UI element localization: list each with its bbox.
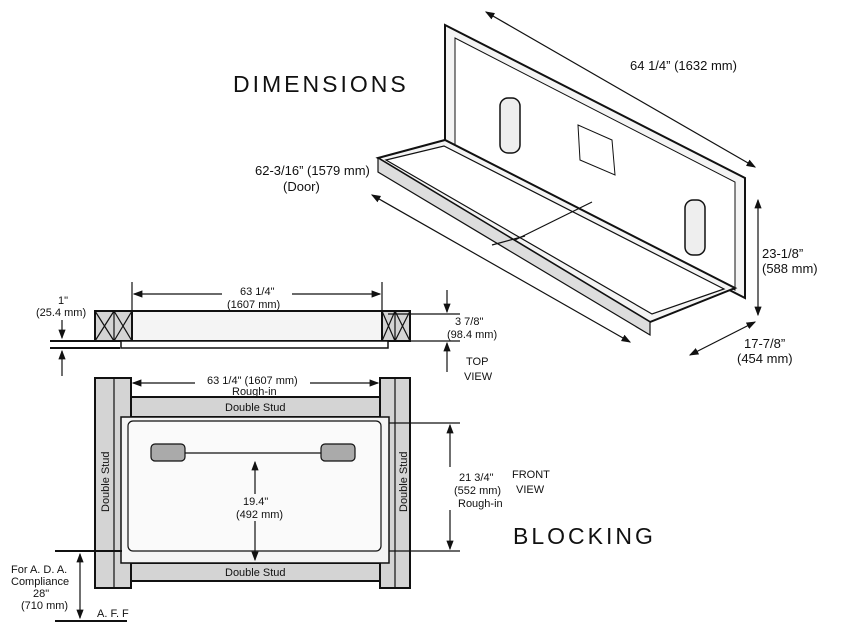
double-stud-top: Double Stud: [225, 402, 286, 414]
aff-label: A. F. F: [97, 608, 129, 620]
ada-label-2: Compliance: [11, 576, 69, 588]
depth-mm-label: (454 mm): [737, 351, 793, 366]
dimensions-title: DIMENSIONS: [233, 71, 409, 97]
front-view-label-2: VIEW: [516, 484, 545, 496]
overall-width-label: 64 1/4” (1632 mm): [630, 58, 737, 73]
depth-inch-label: 17-7/8”: [744, 336, 785, 351]
ada-height-mm: (710 mm): [21, 600, 68, 612]
wall-offset-inch-label: 1": [58, 295, 68, 307]
double-stud-left: Double Stud: [100, 451, 112, 512]
height-mm-label: (588 mm): [762, 261, 818, 276]
strap-holder-right-front: [320, 443, 356, 462]
inner-height-inch-label: 19.4": [243, 496, 268, 508]
front-width-note: Rough-in: [232, 386, 277, 398]
strap-holder-right: [684, 199, 706, 256]
front-width-label: 63 1/4" (1607 mm): [207, 375, 298, 387]
ada-label-1: For A. D. A.: [11, 564, 67, 576]
top-view: [50, 282, 460, 376]
blocking-title: BLOCKING: [513, 523, 656, 549]
inner-height-mm-label: (492 mm): [236, 509, 283, 521]
top-width-mm-label: (1607 mm): [227, 299, 280, 311]
front-view-label: FRONT: [512, 469, 550, 481]
door-label: (Door): [283, 179, 320, 194]
strap-holder-left: [499, 97, 521, 154]
door-width-label: 62-3/16” (1579 mm): [255, 163, 370, 178]
top-depth-inch-label: 3 7/8": [455, 316, 483, 328]
wall-offset-mm-label: (25.4 mm): [36, 307, 86, 319]
front-view: [55, 377, 460, 622]
ada-height-inch: 28": [33, 588, 49, 600]
strap-holder-left-front: [150, 443, 186, 462]
double-stud-right: Double Stud: [398, 451, 410, 512]
top-depth-mm-label: (98.4 mm): [447, 329, 497, 341]
front-height-mm-label: (552 mm): [454, 485, 501, 497]
double-stud-bottom: Double Stud: [225, 567, 286, 579]
front-height-inch-label: 21 3/4": [459, 472, 494, 484]
front-height-note: Rough-in: [458, 498, 503, 510]
height-inch-label: 23-1/8”: [762, 246, 803, 261]
top-view-label-2: VIEW: [464, 371, 493, 383]
top-width-inch-label: 63 1/4": [240, 286, 275, 298]
top-view-label: TOP: [466, 356, 488, 368]
